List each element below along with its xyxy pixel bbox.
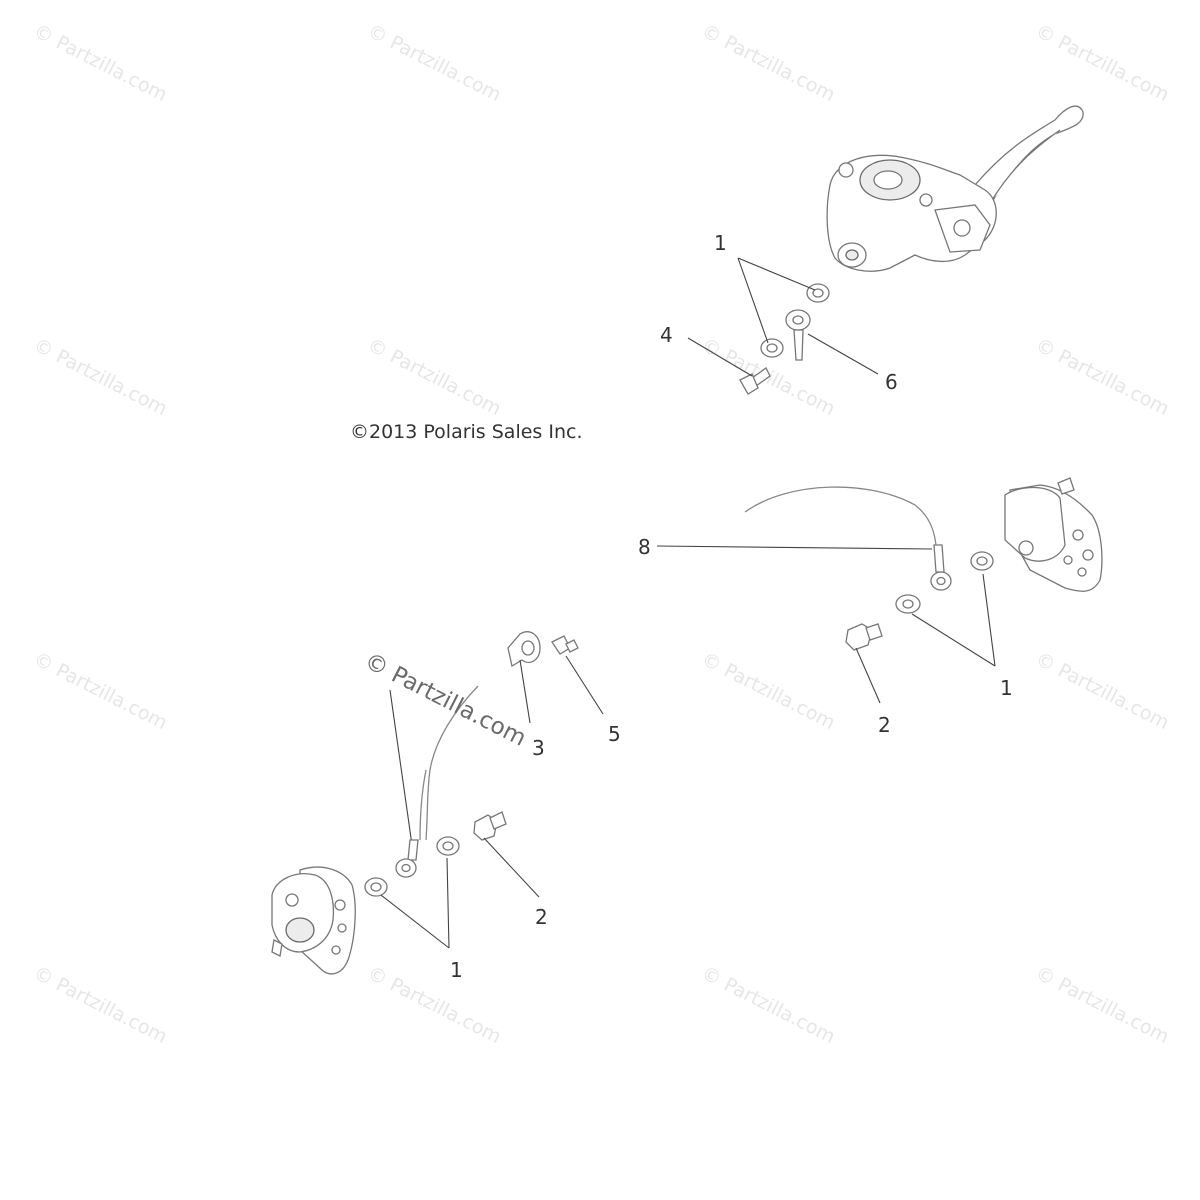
pivot-bolt [953, 219, 971, 237]
cap-screw [838, 162, 854, 178]
callout-banjo-bolt-top[interactable]: 4 [660, 323, 673, 347]
caliper-piston-left [285, 917, 315, 943]
leader-1-right [911, 573, 996, 667]
right-washer-lower-hole [902, 599, 914, 609]
caliper-body-right [1004, 486, 1066, 562]
master-cylinder [826, 105, 1084, 272]
right-banjo-stem [933, 544, 945, 573]
right-bolt-shaft [865, 623, 883, 641]
leader-3 [519, 659, 531, 724]
banjo-fitting-top-hole [792, 315, 804, 325]
hose-clip-eye [521, 640, 535, 656]
left-brake-line-inner [419, 769, 427, 841]
leader-7 [389, 689, 413, 846]
callout-clip[interactable]: 3 [532, 736, 545, 760]
callout-top-washer[interactable]: 1 [714, 231, 727, 255]
caliper-hole [334, 899, 346, 911]
leader-2-right [855, 647, 881, 704]
top-washer-lower-hole [766, 343, 778, 353]
caliper-pin-right [1057, 477, 1075, 495]
caliper-hole [337, 923, 347, 933]
left-bolt-shaft [489, 811, 507, 830]
callout-left-washers[interactable]: 1 [450, 958, 463, 982]
banjo-bolt-top-head [739, 373, 759, 395]
right-caliper [1004, 477, 1103, 592]
right-banjo-fitting-hole [936, 576, 946, 586]
left-banjo-stem [407, 839, 419, 861]
leader-1-left [380, 857, 450, 949]
right-washer-upper-hole [976, 556, 988, 566]
copyright-text: ©2013 Polaris Sales Inc. [350, 421, 583, 443]
caliper-bolt-left [285, 893, 299, 907]
callout-right-washers[interactable]: 1 [1000, 676, 1013, 700]
caliper-hole [1063, 555, 1073, 565]
caliper-hole [1082, 549, 1094, 561]
outlet-port-bore [845, 249, 859, 261]
left-brake-line [425, 685, 479, 841]
banjo-fitting-stem [793, 329, 804, 361]
brake-line-hose [744, 486, 937, 546]
callout-clip-screw[interactable]: 5 [608, 722, 621, 746]
leader-4 [687, 337, 753, 377]
left-washer-lower-hole [370, 882, 382, 892]
callout-left-bolt[interactable]: 2 [535, 905, 548, 929]
reservoir-ring [873, 170, 903, 190]
leader-8 [656, 545, 933, 550]
top-washer-upper-hole [812, 288, 824, 298]
left-banjo-fitting-hole [401, 863, 411, 873]
leader-6 [807, 333, 879, 375]
right-bolt-head [845, 623, 873, 651]
leader-1-top [737, 257, 816, 344]
cap-screw [919, 193, 933, 207]
caliper-pin-left [271, 939, 283, 957]
left-washer-upper-hole [442, 841, 454, 851]
clip-screw-shaft [565, 639, 579, 653]
callout-banjo-fitting-top[interactable]: 6 [885, 370, 898, 394]
caliper-hole [331, 945, 341, 955]
caliper-hole [1072, 529, 1084, 541]
leader-2-left [483, 837, 540, 898]
caliper-hole [1077, 567, 1087, 577]
lever-edge [991, 129, 1061, 201]
callout-brake-line[interactable]: 8 [638, 535, 651, 559]
leader-5 [565, 655, 604, 715]
caliper-bolt-right [1018, 540, 1034, 556]
callout-right-bolt[interactable]: 2 [878, 713, 891, 737]
left-caliper [271, 866, 356, 975]
